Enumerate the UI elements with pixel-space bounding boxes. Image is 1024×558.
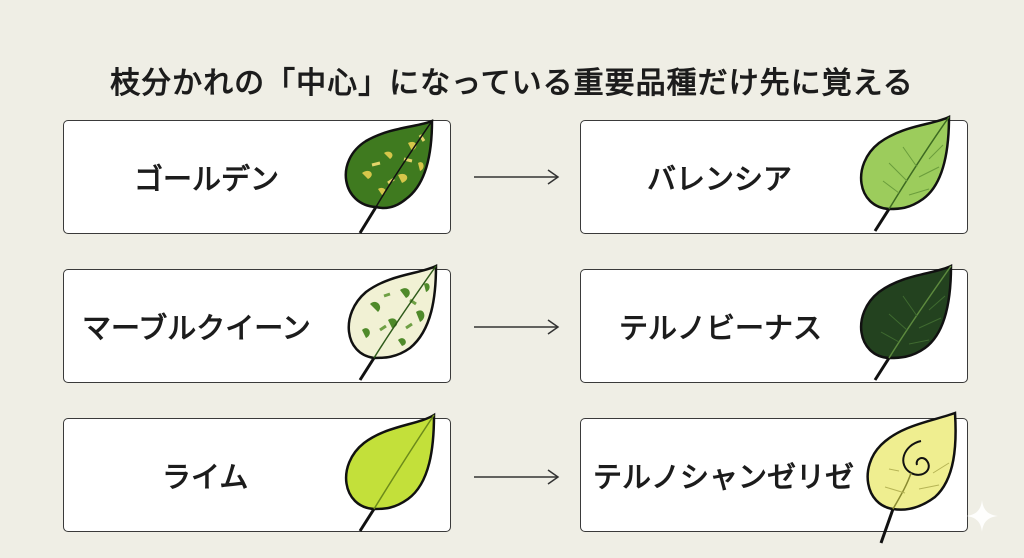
variety-card-lime: ライム [63, 412, 451, 532]
arrow-icon [474, 169, 560, 185]
leaf-lime-icon [344, 412, 436, 532]
leaf-marble-queen-icon [347, 263, 438, 381]
variety-label: テルノビーナス [619, 311, 823, 345]
variety-card-marble-queen: マーブルクイーン [63, 263, 451, 383]
variety-label: ライム [162, 460, 249, 494]
arrow-icon [474, 319, 560, 335]
variety-card-golden: ゴールデン [63, 119, 451, 234]
leaf-champs-elysees-icon [866, 411, 957, 544]
leaf-golden-variegated-icon [344, 119, 434, 234]
variety-label: ゴールデン [134, 162, 280, 196]
leaf-valencia-icon [859, 114, 951, 232]
variety-label: バレンシア [647, 162, 793, 196]
variety-label: マーブルクイーン [82, 311, 311, 345]
page-title: 枝分かれの「中心」になっている重要品種だけ先に覚える [110, 66, 914, 101]
variety-card-tereno-venus: テルノビーナス [580, 263, 968, 383]
variety-card-valencia: バレンシア [580, 114, 968, 234]
leaf-tereno-venus-icon [859, 263, 953, 381]
sparkle-icon [966, 500, 998, 532]
arrow-icon [474, 469, 560, 485]
variety-label: テルノシャンゼリゼ [593, 460, 855, 494]
variety-card-champs-elysees: テルノシャンゼリゼ [580, 411, 968, 544]
